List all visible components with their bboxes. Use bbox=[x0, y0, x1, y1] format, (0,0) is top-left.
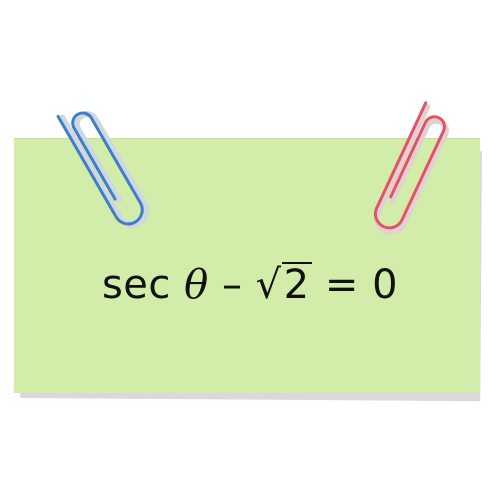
equation-function: sec bbox=[101, 262, 171, 308]
equation-rhs: 0 bbox=[372, 262, 399, 308]
paperclip-right-icon bbox=[373, 101, 449, 235]
square-root: √2 bbox=[256, 262, 312, 308]
radicand: 2 bbox=[281, 262, 312, 308]
equation: sec θ – √2 = 0 bbox=[0, 262, 500, 308]
paperclip-left-icon bbox=[56, 111, 150, 228]
equation-equals: = bbox=[324, 262, 359, 308]
equation-variable: θ bbox=[184, 262, 209, 308]
radical-sign: √ bbox=[255, 262, 282, 308]
equation-minus: – bbox=[221, 262, 243, 308]
